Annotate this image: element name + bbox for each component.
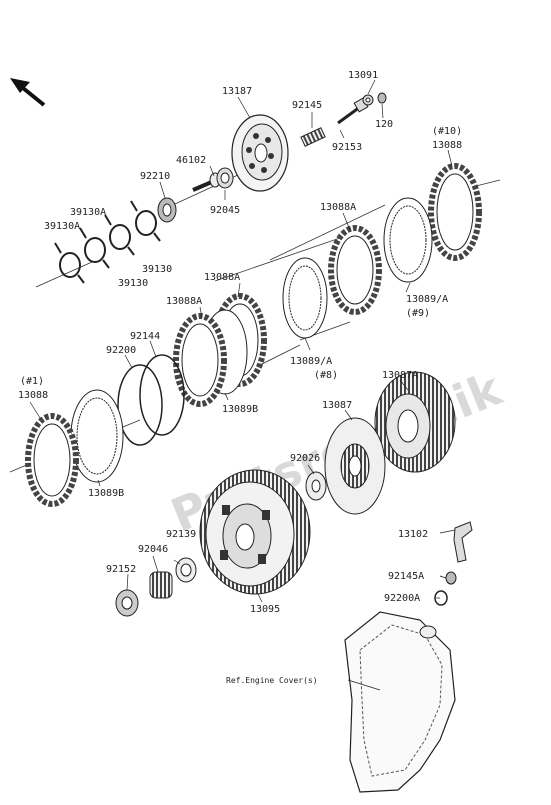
label-92200A: 92200A [384,593,420,604]
part-120 [377,92,387,104]
clutch-housing-13095 [199,469,311,595]
bearing-92045 [216,167,234,189]
wire-ring-92200 [117,364,163,446]
label-13088-left: 13088 [18,390,48,401]
label-13088-left-note: (#1) [20,376,44,387]
steel-plate-13089B-left [70,389,124,483]
label-13087A: 13087A [382,370,418,381]
label-13187: 13187 [222,86,252,97]
needle-bearing-92046 [149,571,173,599]
label-13087: 13087 [322,400,352,411]
label-13089B-left: 13089B [88,488,124,499]
label-13095: 13095 [250,604,280,615]
o-ring-92200A [434,590,448,606]
release-lever-13102 [453,521,473,563]
label-39130A-lower: 39130A [44,221,80,232]
direction-arrow-icon [10,78,46,107]
label-13088A-mid: 13088A [204,272,240,283]
bushing-92152 [115,589,139,617]
pressure-plate-13187 [231,114,289,192]
label-13102: 13102 [398,529,428,540]
label-ref-engine-cover: Ref.Engine Cover(s) [226,676,318,685]
friction-plate-13088-left [25,413,79,507]
label-13091: 13091 [348,70,378,81]
label-92152: 92152 [106,564,136,575]
spring-92145A [445,571,457,585]
label-46102: 46102 [176,155,206,166]
engine-cover-reference [344,611,456,793]
part-labels: 13187 13091 120 92145 92153 46102 92210 … [18,70,462,685]
collar-92139 [175,557,197,583]
friction-plate-13088A-left [173,313,227,407]
label-92200: 92200 [106,345,136,356]
clutch-hub-13087 [324,417,386,515]
spring-plates-39130 [54,200,161,284]
steel-plate-13089A-mid [282,257,328,339]
friction-plate-13088A-top [328,225,382,315]
label-13088A-top: 13088A [320,202,356,213]
label-13088-top-note: (#10) [432,126,462,137]
clutch-hub-13087A [374,371,456,473]
friction-plate-13088-top [428,163,482,261]
part-13091 [362,94,374,106]
label-92144: 92144 [130,331,160,342]
label-120: 120 [375,119,393,130]
label-39130-right: 39130 [142,264,172,275]
label-39130A-upper: 39130A [70,207,106,218]
label-13089A-mid: 13089/A [290,356,332,367]
steel-plate-13089A-top [383,197,433,283]
pushrod-46102 [192,172,221,192]
part-92210 [157,197,177,223]
label-92145A: 92145A [388,571,424,582]
label-92139: 92139 [166,529,196,540]
label-13089B-mid: 13089B [222,404,258,415]
label-39130-left: 39130 [118,278,148,289]
label-92026: 92026 [290,453,320,464]
label-13089A-top-note: (#9) [406,308,430,319]
leader-lines [29,79,456,691]
label-92153: 92153 [332,142,362,153]
label-13089A-top: 13089/A [406,294,448,305]
label-92145: 92145 [292,100,322,111]
label-92046: 92046 [138,544,168,555]
washer-92026 [305,471,327,501]
label-13088A-left: 13088A [166,296,202,307]
spring-92145 [300,127,326,147]
label-92045: 92045 [210,205,240,216]
label-92210: 92210 [140,171,170,182]
wire-ring-92144 [139,354,185,436]
label-13089A-mid-note: (#8) [314,370,338,381]
label-13088-top: 13088 [432,140,462,151]
